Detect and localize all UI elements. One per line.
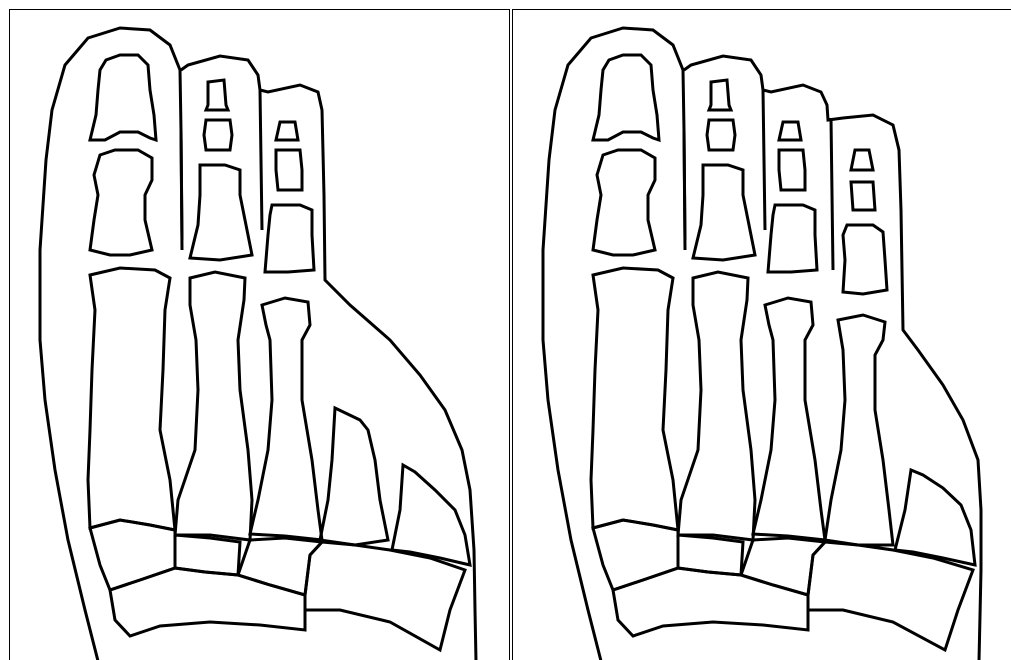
toe-4-middle-phalanx xyxy=(851,182,875,210)
toe-separator-1 xyxy=(181,130,182,240)
left-foot-drawing xyxy=(10,10,510,660)
toe-separator-2 xyxy=(763,90,765,230)
metatarsal-3 xyxy=(250,298,322,540)
cuneiform-medial xyxy=(593,520,678,590)
foot-outline xyxy=(40,28,476,660)
toe-separator-1 xyxy=(684,130,685,240)
toe-2-middle-phalanx xyxy=(204,120,232,150)
toe-4-distal-phalanx xyxy=(851,150,873,170)
toe-1-proximal-phalanx xyxy=(593,150,655,255)
toe-1-distal-phalanx xyxy=(90,55,156,140)
metatarsal-5 xyxy=(392,465,470,565)
toe-2-distal-phalanx xyxy=(709,80,731,110)
metatarsal-1 xyxy=(88,268,175,530)
toe-2-middle-phalanx xyxy=(707,120,735,150)
toe-2-proximal-phalanx xyxy=(190,165,252,260)
toe-3-middle-phalanx xyxy=(779,150,805,190)
metatarsal-4 xyxy=(320,408,388,545)
metatarsal-2 xyxy=(678,272,755,540)
toe-1-distal-phalanx xyxy=(593,55,659,140)
cuneiform-medial xyxy=(90,520,175,590)
toe-3-distal-phalanx xyxy=(779,122,801,140)
toe-3-middle-phalanx xyxy=(276,150,302,190)
metatarsal-5 xyxy=(895,470,975,565)
right-foot-drawing xyxy=(513,10,1011,660)
toe-separator-3 xyxy=(831,118,833,270)
toe-2-proximal-phalanx xyxy=(693,165,755,260)
toe-1-proximal-phalanx xyxy=(90,150,152,255)
toe-4-proximal-phalanx xyxy=(843,225,887,294)
toe-3-proximal-phalanx xyxy=(768,205,817,272)
toe-3-proximal-phalanx xyxy=(265,205,314,272)
metatarsal-2 xyxy=(175,272,252,540)
toe-2-distal-phalanx xyxy=(206,80,228,110)
navicular xyxy=(110,568,305,636)
navicular xyxy=(613,568,808,636)
metatarsal-1 xyxy=(591,268,678,530)
toe-separator-2 xyxy=(260,90,262,230)
toe-3-distal-phalanx xyxy=(276,122,298,140)
right-foot-panel xyxy=(512,9,1011,660)
left-foot-panel xyxy=(9,9,510,660)
metatarsal-3 xyxy=(753,298,825,540)
metatarsal-4 xyxy=(825,315,893,545)
